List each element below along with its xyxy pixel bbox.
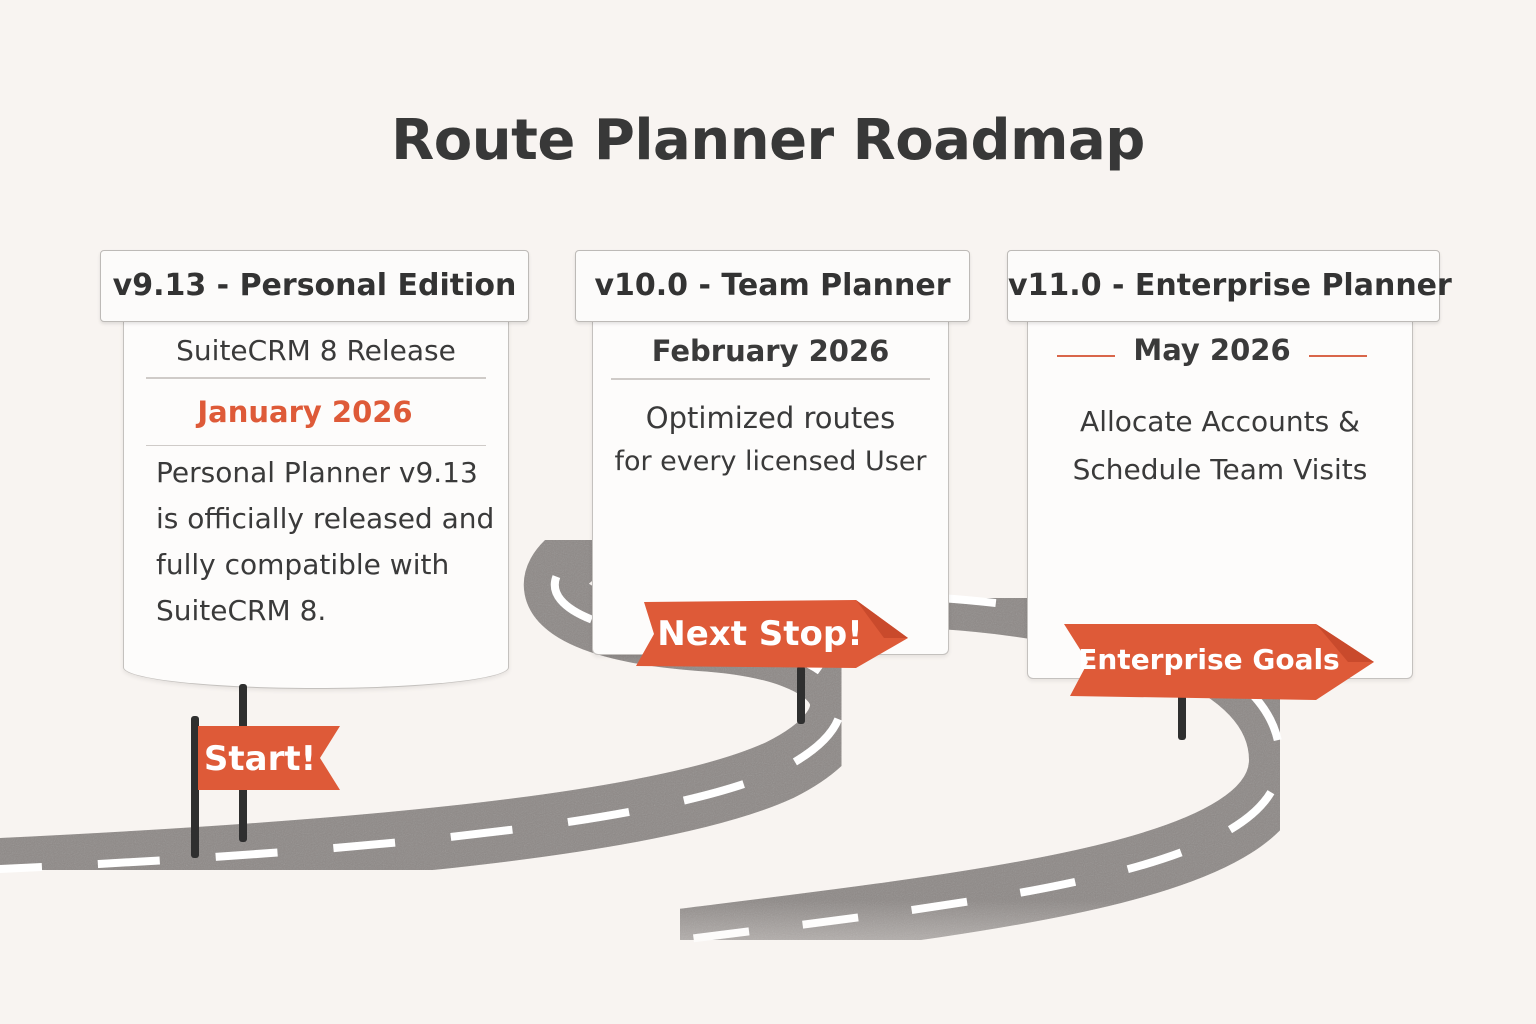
start-flag-icon [198, 726, 340, 790]
date-accent-line [1308, 354, 1367, 357]
milestone-header: v9.13 - Personal Edition [100, 250, 529, 322]
milestone-header: v10.0 - Team Planner [575, 250, 970, 322]
sign-label: Next Stop! [657, 614, 863, 654]
milestone-date: January 2026 [197, 394, 413, 429]
milestone-description: Allocate Accounts & Schedule Team Visits [1028, 376, 1412, 494]
description-line: Schedule Team Visits [1072, 453, 1368, 486]
description-line: fully compatible with [156, 548, 450, 581]
start-sign: Start! [194, 726, 342, 790]
milestone-date: February 2026 [651, 334, 890, 368]
milestone-header: v11.0 - Enterprise Planner [1007, 250, 1452, 322]
description-line: Allocate Accounts & [1080, 405, 1360, 438]
page-title: Route Planner Roadmap [391, 108, 1145, 173]
milestone-card-team: v10.0 - Team Planner February 2026 Optim… [575, 250, 971, 660]
milestone-date-row: May 2026 [1012, 330, 1412, 376]
sign-label: Start! [203, 739, 317, 779]
milestone-body: May 2026 Allocate Accounts & Schedule Te… [1027, 320, 1413, 679]
description-line: Personal Planner v9.13 [156, 456, 478, 489]
description-line: for every licensed User [614, 445, 927, 477]
milestone-description: Personal Planner v9.13 is officially rel… [124, 446, 508, 634]
sign-label: Enterprise Goals [1078, 643, 1340, 676]
sign-pole [1178, 690, 1186, 740]
sign-pole [191, 716, 199, 858]
milestone-card-enterprise: v11.0 - Enterprise Planner May 2026 Allo… [1007, 250, 1452, 682]
enterprise-goals-sign: Enterprise Goals [1064, 624, 1374, 700]
arrow-sign-icon [1064, 624, 1374, 700]
divider [146, 444, 486, 446]
milestone-body: February 2026 Optimized routes for every… [592, 320, 949, 655]
next-stop-sign: Next Stop! [636, 600, 908, 668]
milestone-body: SuiteCRM 8 Release January 2026 Personal… [123, 320, 509, 689]
description-line: Optimized routes [645, 400, 896, 435]
milestone-date: May 2026 [1133, 333, 1291, 367]
divider [611, 378, 930, 380]
road-marking-start [0, 536, 845, 874]
description-line: is officially released and [156, 502, 495, 535]
divider [146, 377, 486, 379]
milestone-description: Optimized routes for every licensed User [593, 380, 948, 486]
sign-pole [797, 666, 805, 724]
description-line: SuiteCRM 8. [156, 594, 327, 627]
arrow-sign-icon [636, 600, 908, 668]
date-accent-line [1057, 354, 1116, 357]
milestone-subtitle: SuiteCRM 8 Release [176, 334, 456, 367]
milestone-card-personal: v9.13 - Personal Edition SuiteCRM 8 Rele… [100, 250, 530, 700]
